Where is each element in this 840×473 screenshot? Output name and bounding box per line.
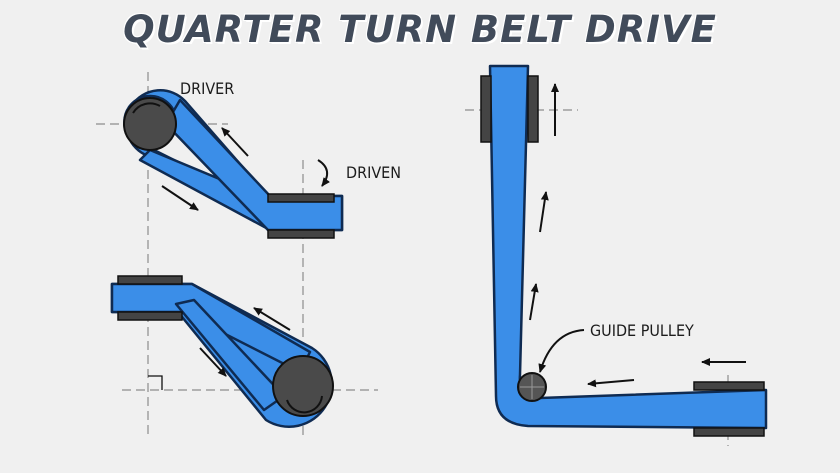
arrow-icon: [587, 379, 635, 388]
bottom-pulley-plate: [693, 427, 765, 437]
driven-pulley-plate: [267, 229, 335, 239]
driver-pulley: [123, 97, 177, 151]
right-angle-icon: [148, 375, 163, 390]
diagram-title: QUARTER TURN BELT DRIVE: [123, 8, 717, 51]
arrow-icon: [221, 127, 249, 157]
right-assembly: GUIDE PULLEY: [465, 64, 768, 446]
top-pulley-plate: [480, 75, 492, 143]
pulley-plate: [117, 275, 183, 285]
driven-pulley-plate: [267, 193, 335, 203]
arrow-icon: [539, 191, 549, 233]
bottom-pulley-plate: [693, 381, 765, 391]
bottom-left-assembly: [110, 275, 378, 435]
pulley-plate: [117, 311, 183, 321]
rotation-arrow-icon: [286, 395, 323, 414]
top-pulley-plate: [527, 75, 539, 143]
arrow-icon: [253, 307, 291, 331]
arrow-icon: [538, 329, 585, 373]
arrow-icon: [199, 347, 227, 377]
top-left-assembly: DRIVER DRIVEN: [96, 72, 401, 435]
rotation-arrow-icon: [317, 159, 330, 187]
lower-pulley: [272, 355, 334, 417]
driver-label: DRIVER: [180, 79, 234, 98]
guide-pulley-label: GUIDE PULLEY: [590, 321, 694, 340]
arrow-icon: [529, 283, 539, 321]
rotation-arrow-icon: [132, 102, 161, 114]
belt-strand: [164, 98, 344, 232]
driven-label: DRIVEN: [346, 163, 401, 182]
arrow-icon: [161, 185, 199, 211]
